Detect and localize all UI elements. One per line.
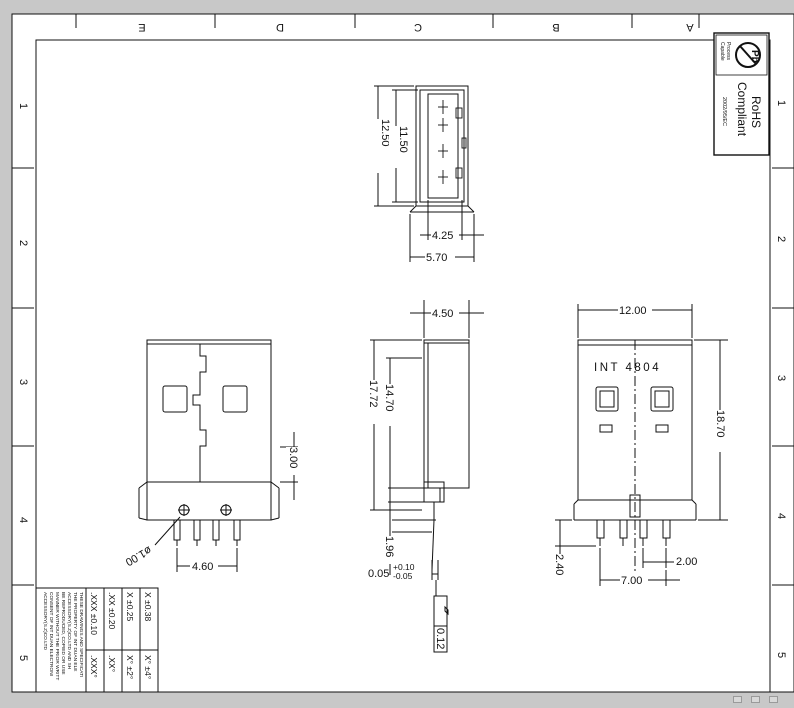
dim-side-tol-base: 0.05 bbox=[368, 568, 389, 580]
process-label: Process bbox=[725, 42, 731, 61]
viewer-button-1[interactable] bbox=[733, 696, 742, 703]
zone-letter-d: D bbox=[276, 21, 284, 33]
tol-row-4-a: .XXX ±0.10 bbox=[89, 592, 99, 635]
top-view bbox=[374, 85, 484, 262]
note-line-4: BE REPRODUCED, COPIED OR USE bbox=[60, 592, 66, 675]
zone-number-3-right: 3 bbox=[775, 375, 787, 381]
viewer-button-3[interactable] bbox=[769, 696, 778, 703]
zone-number-1-right: 1 bbox=[775, 100, 787, 106]
dim-front-pin-span: 7.00 bbox=[621, 575, 642, 587]
note-line-2: THE PROPERTY OF INT DUAN ELE bbox=[72, 592, 78, 671]
rohs-directive: 2002/95/EC bbox=[721, 97, 727, 126]
tol-row-2-a: X ±0.25 bbox=[125, 592, 135, 622]
zone-number-5-right: 5 bbox=[775, 652, 787, 658]
viewer-button-2[interactable] bbox=[751, 696, 760, 703]
rohs-badge: Pb Process Capable RoHS Compliant 2002/9… bbox=[713, 32, 770, 156]
zone-letter-b: B bbox=[552, 21, 559, 33]
front-view bbox=[555, 304, 728, 586]
dim-front-width: 12.00 bbox=[619, 305, 647, 317]
zone-number-2-right: 2 bbox=[775, 236, 787, 242]
viewer-controls bbox=[724, 690, 788, 703]
part-marking: INT 4804 bbox=[594, 362, 661, 374]
flatness-callout: 0.12 bbox=[433, 595, 449, 653]
zone-number-5-left: 5 bbox=[17, 655, 29, 661]
dim-front-pin-length: 2.40 bbox=[553, 554, 565, 575]
flatness-symbol-icon bbox=[444, 605, 449, 616]
dim-top-outer-height: 12.50 bbox=[379, 119, 391, 147]
rear-view bbox=[138, 339, 298, 572]
tol-row-1-a: X ±0.38 bbox=[143, 592, 153, 622]
datum-hole-icon bbox=[178, 504, 232, 516]
tol-row-1-b: X° ±4° bbox=[143, 655, 153, 679]
note-line-5: MANNER WITHOUT THE PRIOR WRITT bbox=[54, 592, 60, 680]
dim-side-pin: 1.96 bbox=[383, 536, 395, 557]
tol-row-4-b: .XXX° bbox=[89, 655, 99, 678]
zone-number-4-right: 4 bbox=[775, 513, 787, 519]
dim-side-height-outer: 17.72 bbox=[367, 380, 379, 408]
tol-row-3-b: .XX° bbox=[107, 655, 117, 672]
pb-symbol: Pb bbox=[749, 50, 760, 63]
zone-number-4-left: 4 bbox=[17, 517, 29, 523]
rohs-compliant: Compliant bbox=[735, 82, 749, 137]
zone-letter-c: C bbox=[414, 21, 422, 33]
dim-side-width: 4.50 bbox=[432, 308, 453, 320]
note-line-1: THESE DRAWINGS AND SPECIFICATI bbox=[78, 592, 84, 677]
tol-row-2-b: X° ±2° bbox=[125, 655, 135, 679]
note-line-6: CONSENT OF INT DUAN ELECTRONI bbox=[48, 592, 54, 676]
dim-side-tol-plus: +0.10 bbox=[393, 562, 415, 572]
zone-number-2-left: 2 bbox=[17, 240, 29, 246]
note-line-3: ACCESSORY(S.Z)CO.LTD AND SH bbox=[66, 592, 72, 670]
rohs-title: RoHS bbox=[749, 96, 763, 128]
dim-side-tol-minus: -0.05 bbox=[393, 571, 413, 581]
copyright-notes: THESE DRAWINGS AND SPECIFICATI THE PROPE… bbox=[42, 592, 84, 680]
dim-rear-pin-span: 4.60 bbox=[192, 561, 213, 573]
dim-side-height-inner: 14.70 bbox=[383, 384, 395, 412]
tolerance-table bbox=[35, 587, 159, 693]
zone-letter-e: E bbox=[138, 21, 145, 33]
dim-front-height: 18.70 bbox=[714, 410, 726, 438]
dim-top-width-inner: 4.25 bbox=[432, 230, 453, 242]
dim-top-inner-height: 11.50 bbox=[397, 126, 409, 153]
flatness-value: 0.12 bbox=[434, 628, 446, 649]
inner-border bbox=[35, 39, 771, 693]
zone-letter-a: A bbox=[686, 21, 694, 33]
zone-number-1-left: 1 bbox=[17, 103, 29, 109]
dim-front-pin-spacing: 2.00 bbox=[676, 556, 697, 568]
dim-top-width-outer: 5.70 bbox=[426, 252, 447, 264]
note-line-7: ACCESSORY(S.Z)CO.LTD bbox=[42, 592, 48, 650]
tol-row-3-a: .XX ±0.20 bbox=[107, 592, 117, 630]
zone-number-3-left: 3 bbox=[17, 379, 29, 385]
pb-free-icon: Pb bbox=[735, 42, 761, 68]
dim-rear-height: 3.00 bbox=[287, 447, 299, 468]
capable-label: Capable bbox=[719, 42, 725, 61]
